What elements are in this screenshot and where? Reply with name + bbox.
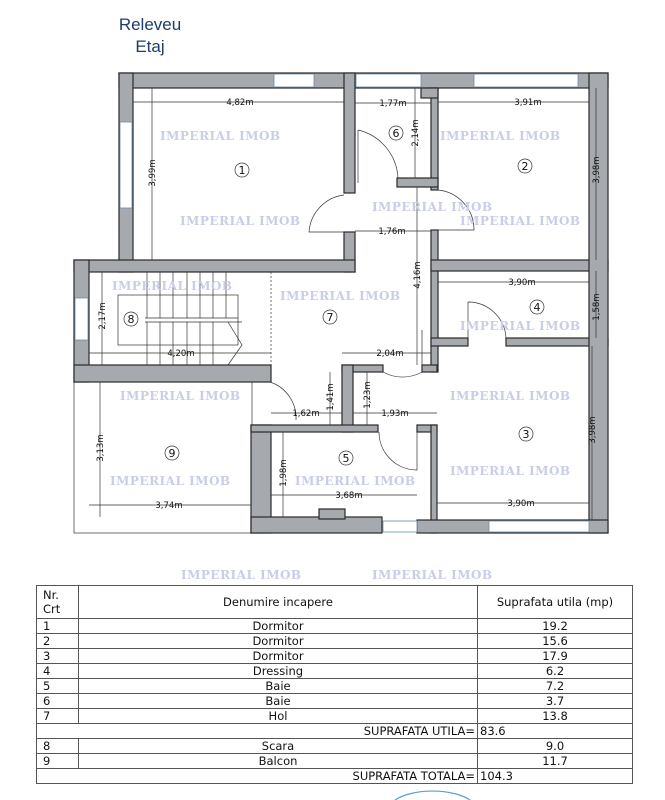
svg-text:7: 7 [327,311,334,324]
plan-title: Releveu [118,15,182,34]
svg-text:1: 1 [239,164,246,177]
svg-text:1,98m: 1,98m [279,459,289,486]
svg-text:1,77m: 1,77m [379,99,406,109]
room-numbers: 1 2 3 4 5 6 7 8 9 [123,125,545,466]
plan-subtitle: Etaj [135,37,165,56]
svg-text:IMPERIAL IMOB: IMPERIAL IMOB [181,568,302,582]
svg-text:3,98m: 3,98m [592,156,602,183]
doors [269,129,507,471]
svg-text:IMPERIAL IMOB: IMPERIAL IMOB [280,289,401,303]
dimension-lines [89,88,597,520]
svg-text:2,17m: 2,17m [98,302,108,329]
subtotal-row: SUPRAFATA UTILA=83.6 [36,723,633,739]
svg-text:3,13m: 3,13m [96,434,106,461]
room-7-label: 7 [322,309,338,325]
svg-text:5: 5 [343,452,350,465]
svg-text:1,23m: 1,23m [363,381,373,408]
svg-text:IMPERIAL IMOB: IMPERIAL IMOB [450,464,571,478]
svg-text:3,99m: 3,99m [148,159,158,186]
svg-text:3,68m: 3,68m [335,491,362,501]
room-3-label: 3 [518,426,534,442]
stamp-partial [394,790,471,800]
svg-text:2,04m: 2,04m [376,349,403,359]
svg-text:IMPERIAL IMOB: IMPERIAL IMOB [450,389,571,403]
svg-text:1,76m: 1,76m [378,227,405,237]
svg-text:IMPERIAL IMOB: IMPERIAL IMOB [295,474,416,488]
svg-text:4,20m: 4,20m [167,349,194,359]
svg-text:3: 3 [523,428,530,441]
svg-text:2: 2 [522,160,529,173]
windows [74,73,590,533]
areas-table: Nr.Crt Denumire incapere Suprafata utila… [36,585,633,784]
svg-text:4: 4 [534,301,541,314]
table-header: Nr.Crt Denumire incapere Suprafata utila… [36,585,633,619]
svg-text:4,16m: 4,16m [413,261,423,288]
room-9-label: 9 [164,445,180,461]
svg-text:3,91m: 3,91m [514,98,541,108]
room-5-label: 5 [338,450,354,466]
svg-text:IMPERIAL IMOB: IMPERIAL IMOB [460,319,581,333]
svg-text:1,41m: 1,41m [326,383,336,410]
svg-text:IMPERIAL IMOB: IMPERIAL IMOB [112,279,233,293]
svg-text:3,90m: 3,90m [507,499,534,509]
watermarks: IMPERIAL IMOB IMPERIAL IMOB IMPERIAL IMO… [110,129,581,582]
total-row: SUPRAFATA TOTALA=104.3 [36,768,633,784]
svg-text:IMPERIAL IMOB: IMPERIAL IMOB [120,389,241,403]
room-8-label: 8 [123,311,139,327]
svg-text:9: 9 [169,447,176,460]
svg-text:3,74m: 3,74m [155,501,182,511]
svg-text:3,98m: 3,98m [588,416,598,443]
svg-text:3,90m: 3,90m [508,278,535,288]
room-6-label: 6 [388,125,404,141]
svg-text:IMPERIAL IMOB: IMPERIAL IMOB [180,214,301,228]
svg-text:IMPERIAL IMOB: IMPERIAL IMOB [160,129,281,143]
svg-text:1,58m: 1,58m [592,293,602,320]
svg-text:IMPERIAL IMOB: IMPERIAL IMOB [372,200,493,214]
room-4-label: 4 [529,299,545,315]
svg-text:6: 6 [393,127,400,140]
svg-text:IMPERIAL IMOB: IMPERIAL IMOB [440,129,561,143]
svg-text:4,82m: 4,82m [226,98,253,108]
svg-text:1,93m: 1,93m [381,409,408,419]
svg-text:2,14m: 2,14m [411,119,421,146]
svg-text:IMPERIAL IMOB: IMPERIAL IMOB [110,474,231,488]
svg-text:1,62m: 1,62m [292,409,319,419]
room-2-label: 2 [517,158,533,174]
svg-text:8: 8 [128,313,135,326]
dimension-labels: 4,82m 1,77m 3,91m 3,99m 2,14m 3,98m 1,76… [96,98,602,511]
svg-text:IMPERIAL IMOB: IMPERIAL IMOB [372,568,493,582]
room-1-label: 1 [234,162,250,178]
svg-text:IMPERIAL IMOB: IMPERIAL IMOB [460,214,581,228]
staircase [117,272,272,366]
